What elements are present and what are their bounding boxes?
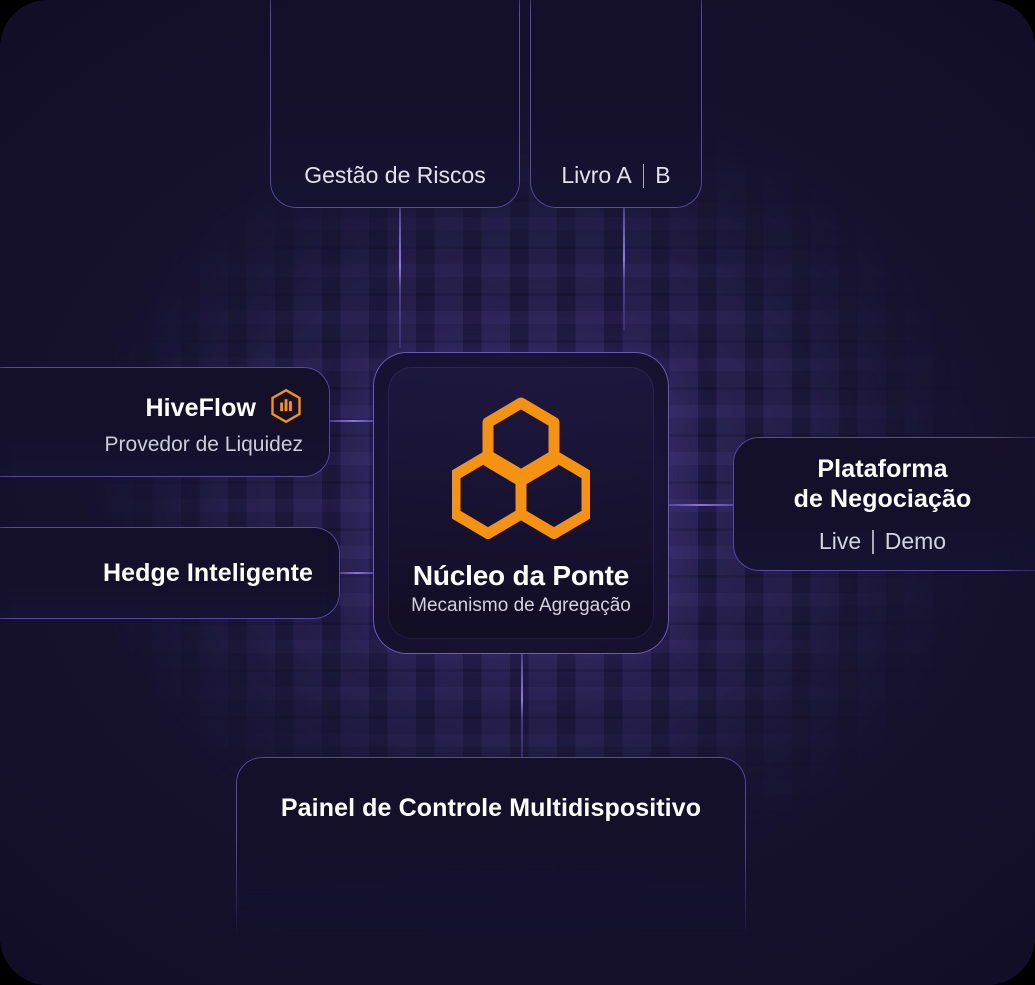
platform-mode-demo[interactable]: Demo: [884, 527, 947, 554]
node-smart-hedge[interactable]: Hedge Inteligente: [0, 527, 340, 619]
node-platform-modes: Live Demo: [819, 528, 946, 555]
connector-book-to-core: [623, 208, 625, 330]
platform-mode-live[interactable]: Live: [818, 527, 862, 554]
node-platform-title-line2: de Negociação: [793, 485, 972, 513]
connector-risk-to-core: [399, 208, 401, 348]
node-risk-management[interactable]: Gestão de Riscos: [270, 0, 520, 208]
node-book-label: Livro A B: [561, 162, 671, 189]
node-book-label-a: Livro A: [561, 162, 632, 188]
node-smart-hedge-label: Hedge Inteligente: [102, 558, 313, 587]
connector-hedge-to-core: [339, 572, 375, 574]
node-platform[interactable]: Plataforma de Negociação Live Demo: [733, 437, 1035, 571]
node-core-subtitle: Mecanismo de Agregação: [411, 595, 631, 616]
connector-hiveflow-to-core: [330, 420, 376, 422]
node-book[interactable]: Livro A B: [530, 0, 702, 208]
node-hiveflow[interactable]: HiveFlow Provedor de Liquidez: [0, 367, 330, 477]
node-risk-management-label: Gestão de Riscos: [304, 162, 486, 188]
connector-core-to-dashboard: [521, 654, 523, 764]
honeycomb-hexagons-icon: [449, 397, 593, 544]
core-content: Núcleo da Ponte Mecanismo de Agregação: [411, 397, 631, 617]
book-divider-icon: [642, 164, 645, 188]
node-core[interactable]: Núcleo da Ponte Mecanismo de Agregação: [373, 352, 669, 654]
connector-core-to-platform: [666, 504, 736, 506]
hexagon-bars-icon: [269, 388, 303, 429]
node-core-title: Núcleo da Ponte: [412, 560, 630, 591]
node-hiveflow-title: HiveFlow: [145, 393, 256, 422]
node-dashboard-label: Painel de Controle Multidispositivo: [280, 794, 702, 822]
node-platform-title-line1: Plataforma: [817, 454, 948, 483]
node-hiveflow-title-row: HiveFlow: [145, 388, 303, 429]
node-hiveflow-subtitle: Provedor de Liquidez: [104, 432, 303, 456]
node-book-label-b: B: [655, 162, 671, 188]
platform-divider-icon: [872, 529, 874, 554]
node-dashboard[interactable]: Painel de Controle Multidispositivo: [236, 757, 746, 937]
